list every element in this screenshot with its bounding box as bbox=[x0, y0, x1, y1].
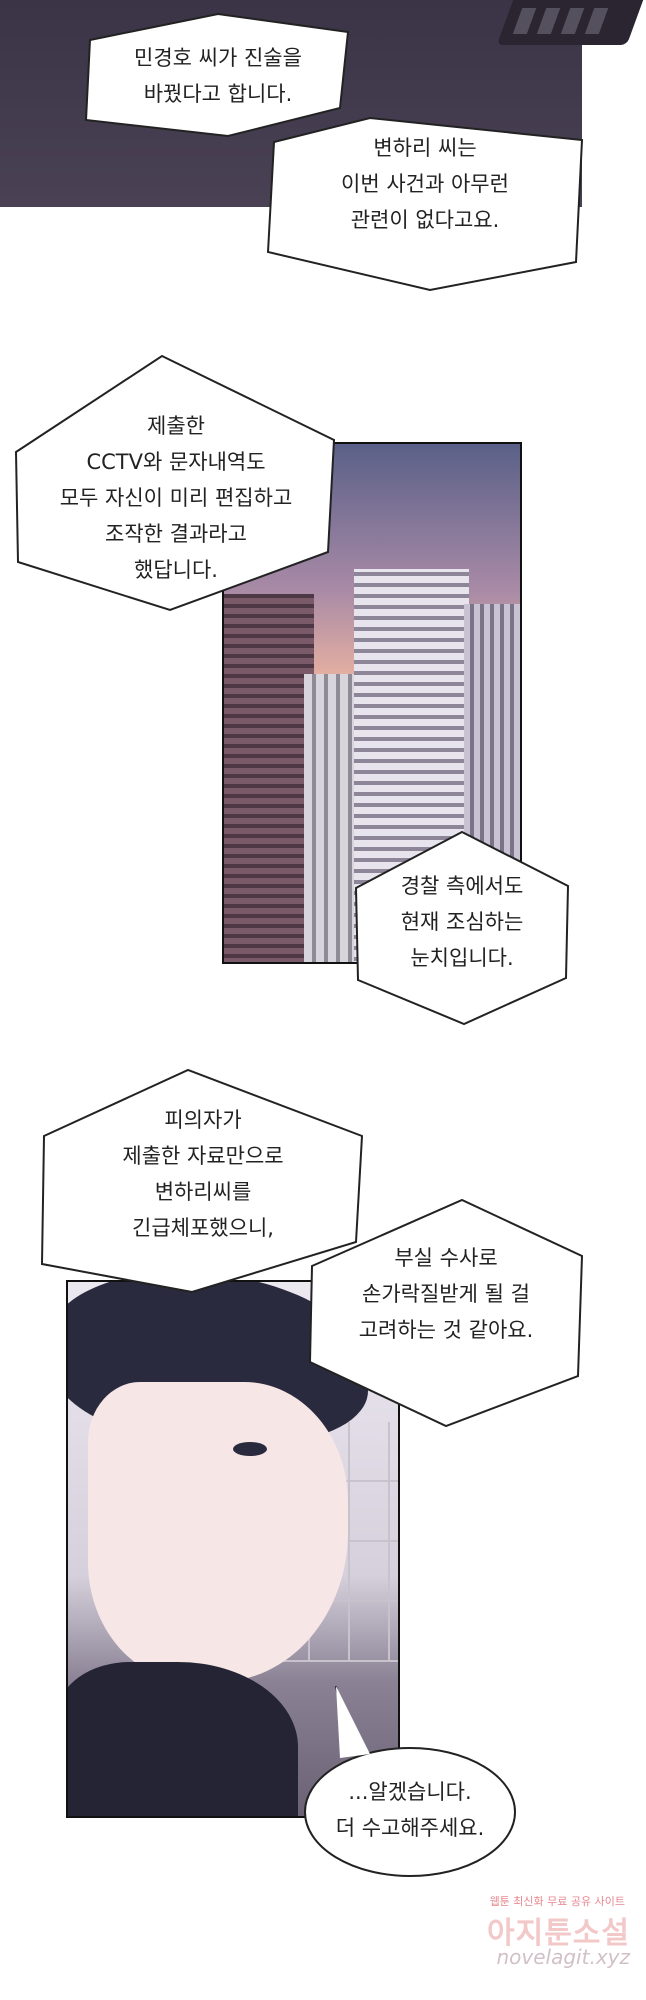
building-left bbox=[224, 594, 314, 962]
speech-bubble-3 bbox=[14, 354, 336, 612]
speech-bubble-1 bbox=[84, 12, 350, 138]
man-face bbox=[88, 1382, 348, 1682]
speech-bubble-5 bbox=[40, 1068, 364, 1294]
man-eye bbox=[233, 1442, 267, 1456]
man-shirt bbox=[68, 1662, 298, 1816]
bubble-text-5: 피의자가 제출한 자료만으로 변하리씨를 긴급체포했으니, bbox=[122, 1108, 284, 1240]
watermark-url: novelagit.xyz bbox=[496, 1945, 631, 1969]
bubble-text-1: 민경호 씨가 진술을 바꿨다고 합니다. bbox=[134, 46, 302, 106]
speech-bubble-2 bbox=[266, 116, 584, 292]
bubble-text-2: 변하리 씨는 이번 사건과 아무런 관련이 없다고요. bbox=[341, 136, 509, 232]
vent-grille bbox=[496, 0, 644, 45]
bubble-text-6: 부실 수사로 손가락질받게 될 걸 고려하는 것 같아요. bbox=[358, 1246, 534, 1342]
bubble-text-4: 경찰 측에서도 현재 조심하는 눈치입니다. bbox=[400, 874, 524, 970]
speech-bubble-7 bbox=[304, 1685, 516, 1877]
bubble-text-7: ...알겠습니다. 더 수고해주세요. bbox=[335, 1780, 485, 1840]
watermark-tagline: 웹툰 최신화 무료 공유 사이트 bbox=[489, 1895, 625, 1908]
speech-bubble-4 bbox=[354, 830, 570, 1026]
speech-bubble-6 bbox=[308, 1198, 584, 1428]
watermark-title: 아지툰소설 bbox=[487, 1916, 630, 1951]
bubble-text-3: 제출한 CCTV와 문자내역도 모두 자신이 미리 편집하고 조작한 결과라고 … bbox=[59, 414, 293, 582]
